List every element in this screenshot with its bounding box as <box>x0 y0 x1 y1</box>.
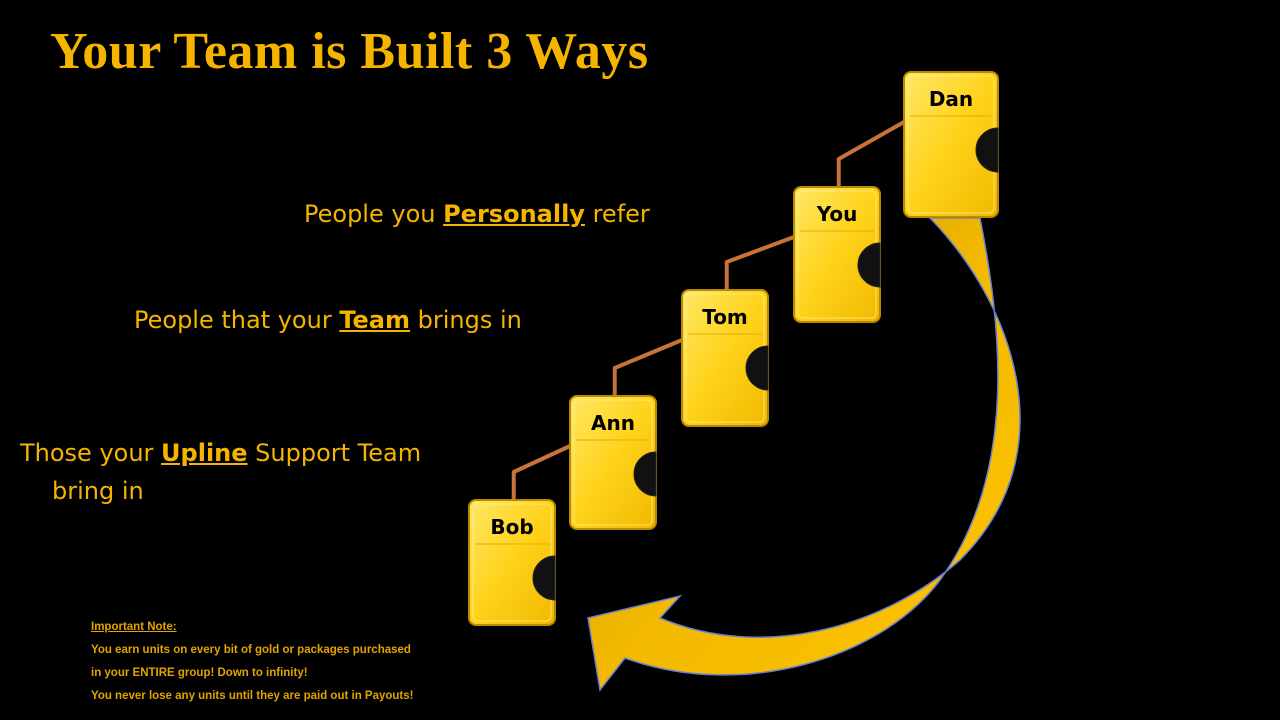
member-card-ann: Ann <box>569 395 657 530</box>
way-personal: People you Personally refer <box>304 200 650 228</box>
member-name: Ann <box>591 411 635 435</box>
note-line-2: in your ENTIRE group! Down to infinity! <box>91 667 308 679</box>
card-tab <box>975 127 999 173</box>
way-personal-post: refer <box>584 200 650 228</box>
connector-line <box>724 235 795 290</box>
way-upline-key: Upline <box>161 439 248 467</box>
way-team-post: brings in <box>410 306 522 334</box>
way-upline-cont: bring in <box>52 477 144 505</box>
card-tab <box>633 451 657 497</box>
card-tab <box>857 242 881 288</box>
member-name: Bob <box>490 515 533 539</box>
slide-title: Your Team is Built 3 Ways <box>50 23 649 80</box>
way-upline: Those your Upline Support Team bring in <box>20 434 421 510</box>
card-tab <box>745 345 769 391</box>
connector-line <box>511 444 571 500</box>
way-team-key: Team <box>339 306 410 334</box>
way-personal-pre: People you <box>304 200 444 228</box>
member-name: You <box>816 202 858 226</box>
note-heading: Important Note: <box>91 621 177 633</box>
return-arrow <box>587 217 1021 692</box>
way-upline-pre: Those your <box>20 439 162 467</box>
member-card-bob: Bob <box>468 499 556 626</box>
member-card-you: You <box>793 186 881 323</box>
important-note: Important Note: You earn units on every … <box>91 616 413 708</box>
note-line-1: You earn units on every bit of gold or p… <box>91 644 411 656</box>
note-line-3: You never lose any units until they are … <box>91 690 414 702</box>
way-team: People that your Team brings in <box>134 306 522 334</box>
way-personal-key: Personally <box>443 200 585 228</box>
connector-line <box>612 338 683 396</box>
card-tab <box>532 555 556 601</box>
member-name: Tom <box>702 305 748 329</box>
way-team-pre: People that your <box>134 306 340 334</box>
connector-line <box>836 120 905 187</box>
way-upline-post: Support Team <box>247 439 422 467</box>
member-card-tom: Tom <box>681 289 769 427</box>
member-card-dan: Dan <box>903 71 999 218</box>
member-name: Dan <box>929 87 973 111</box>
